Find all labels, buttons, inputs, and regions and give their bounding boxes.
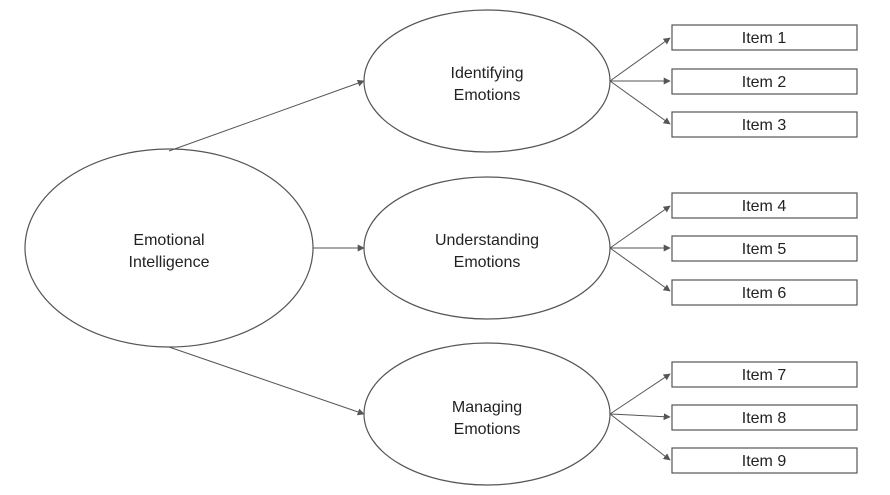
item-label: Item 4	[742, 198, 787, 215]
arrow-to-item-4	[609, 205, 671, 249]
arrow-root-to-managing	[168, 346, 365, 416]
root-label-line1: Emotional	[133, 232, 204, 249]
root-label-line2: Intelligence	[129, 254, 210, 271]
arrow-to-item-8	[609, 413, 671, 421]
item-box	[671, 235, 858, 262]
item-label: Item 1	[742, 30, 787, 47]
item-box	[671, 361, 858, 388]
arrow-to-item-3	[609, 80, 671, 125]
item-box	[671, 68, 858, 95]
item-label: Item 5	[742, 241, 787, 258]
item-box	[671, 111, 858, 138]
item-box	[671, 24, 858, 51]
arrow-to-item-7	[609, 373, 671, 415]
factor-label-line1: Managing	[452, 399, 522, 416]
factor-label-line1: Identifying	[451, 65, 524, 82]
item-label: Item 6	[742, 285, 787, 302]
factor-label-line2: Emotions	[454, 421, 521, 438]
factor-label-line1: Understanding	[435, 232, 539, 249]
arrow-to-item-9	[609, 413, 671, 461]
factor-label-line2: Emotions	[454, 87, 521, 104]
arrow-to-item-1	[609, 37, 671, 82]
arrow-to-item-6	[609, 247, 671, 292]
item-label: Item 9	[742, 453, 787, 470]
arrow-root-to-identifying	[168, 79, 365, 152]
root-node: Emotional Intelligence	[24, 148, 314, 348]
item-box	[671, 447, 858, 474]
item-box	[671, 279, 858, 306]
item-label: Item 7	[742, 367, 787, 384]
item-label: Item 8	[742, 410, 787, 427]
factor-managing-emotions: Managing Emotions Item 7 Item 8 Item 9	[363, 342, 858, 486]
factor-identifying-emotions: Identifying Emotions Item 1 Item 2 Item …	[363, 9, 858, 153]
item-label: Item 3	[742, 117, 787, 134]
item-label: Item 2	[742, 74, 787, 91]
factor-label-line2: Emotions	[454, 254, 521, 271]
item-box	[671, 404, 858, 431]
item-box	[671, 192, 858, 219]
factor-understanding-emotions: Understanding Emotions Item 4 Item 5 Ite…	[363, 176, 858, 320]
